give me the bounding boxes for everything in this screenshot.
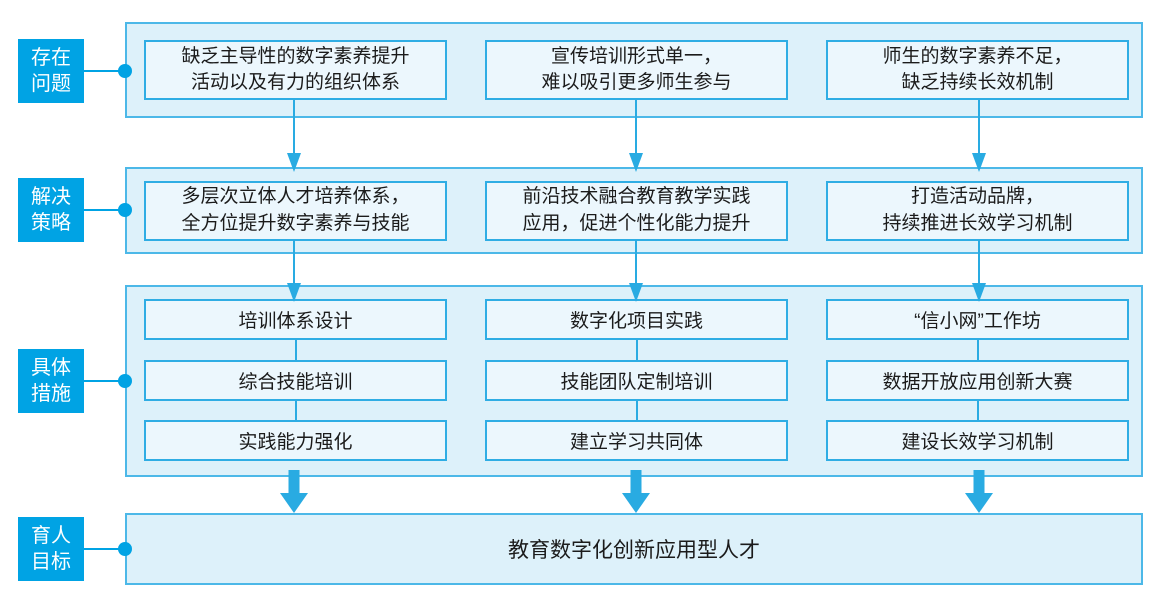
problem-box: 缺乏主导性的数字素养提升 活动以及有力的组织体系: [144, 40, 447, 100]
measures-container: 培训体系设计 综合技能培训 实践能力强化 数字化项目实践 技能团队定制培训 建立…: [125, 285, 1143, 477]
measure-box: 建立学习共同体: [485, 420, 788, 461]
measure-box: 技能团队定制培训: [485, 359, 788, 401]
arrow-band: [125, 470, 1143, 513]
row-label-problems: 存在 问题: [18, 39, 84, 103]
measure-box: 实践能力强化: [144, 420, 447, 461]
measure-box: 数据开放应用创新大赛: [826, 359, 1129, 401]
connector-line: [84, 548, 124, 550]
strategy-box: 多层次立体人才培养体系， 全方位提升数字素养与技能: [144, 180, 447, 241]
measures-column: 数字化项目实践 技能团队定制培训 建立学习共同体: [485, 299, 788, 461]
arrow-down-icon: [484, 240, 788, 302]
arrow-down-icon: [484, 100, 788, 172]
measures-column: 培训体系设计 综合技能培训 实践能力强化: [144, 299, 447, 461]
arrow-down-icon: [827, 100, 1131, 172]
goal-container: 教育数字化创新应用型人才: [125, 513, 1143, 585]
goal-text: 教育数字化创新应用型人才: [508, 539, 760, 562]
thick-arrow-down-icon: [827, 470, 1131, 513]
row-label-measures: 具体 措施: [18, 349, 84, 413]
arrow-band: [125, 240, 1143, 302]
measure-box: 综合技能培训: [144, 359, 447, 401]
connector-dot-icon: [118, 374, 132, 388]
connector-line: [84, 70, 124, 72]
problem-box: 宣传培训形式单一， 难以吸引更多师生参与: [485, 40, 788, 100]
row-label-goal: 育人 目标: [18, 517, 84, 581]
arrow-band: [125, 100, 1143, 172]
measure-box: 建设长效学习机制: [826, 420, 1129, 461]
connector-line: [84, 380, 124, 382]
measures-column: “信小网”工作坊 数据开放应用创新大赛 建设长效学习机制: [826, 299, 1129, 461]
measure-box: “信小网”工作坊: [826, 299, 1129, 340]
thick-arrow-down-icon: [142, 470, 446, 513]
connector-line: [84, 209, 124, 211]
connector-dot-icon: [118, 64, 132, 78]
strategy-box: 打造活动品牌， 持续推进长效学习机制: [826, 180, 1129, 241]
measure-box: 培训体系设计: [144, 299, 447, 340]
measure-box: 数字化项目实践: [485, 299, 788, 340]
thick-arrow-down-icon: [484, 470, 788, 513]
problem-box: 师生的数字素养不足， 缺乏持续长效机制: [826, 40, 1129, 100]
arrow-down-icon: [142, 100, 446, 172]
arrow-down-icon: [142, 240, 446, 302]
row-label-strategies: 解决 策略: [18, 178, 84, 242]
connector-dot-icon: [118, 542, 132, 556]
strategy-box: 前沿技术融合教育教学实践 应用，促进个性化能力提升: [485, 180, 788, 241]
strategies-container: 多层次立体人才培养体系， 全方位提升数字素养与技能 前沿技术融合教育教学实践 应…: [125, 167, 1143, 254]
connector-dot-icon: [118, 203, 132, 217]
arrow-down-icon: [827, 240, 1131, 302]
